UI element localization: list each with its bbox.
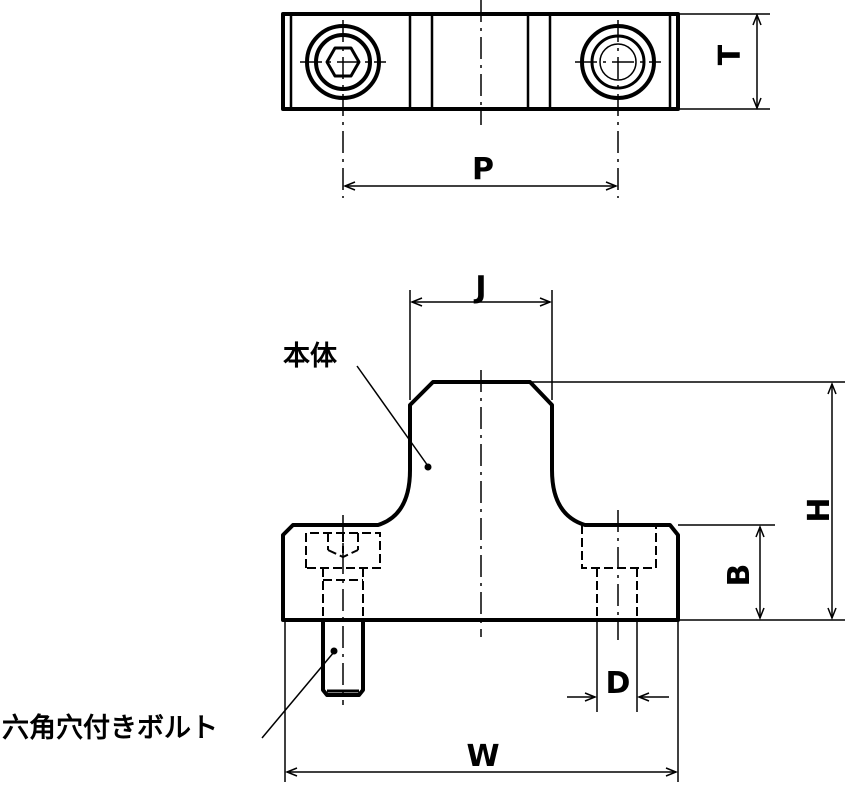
- callout-bolt-label: 六角穴付きボルト: [2, 712, 218, 744]
- dimension-W-label: W: [466, 739, 499, 774]
- top-view: T P: [281, 0, 770, 198]
- callout-body-label: 本体: [283, 341, 338, 372]
- dimension-H-label: H: [802, 497, 837, 522]
- callout-body: 本体: [283, 341, 432, 471]
- hex-socket-bolt: [305, 515, 381, 705]
- dimension-J-label: J: [473, 270, 486, 305]
- front-view: J H B D W: [281, 270, 845, 782]
- callout-bolt: 六角穴付きボルト: [2, 647, 338, 744]
- counterbore-hole: [581, 510, 657, 640]
- dimension-D-label: D: [606, 666, 631, 701]
- dimension-P-label: P: [472, 152, 494, 187]
- dimension-B-label: B: [722, 564, 757, 587]
- dimension-T-label: T: [713, 44, 748, 65]
